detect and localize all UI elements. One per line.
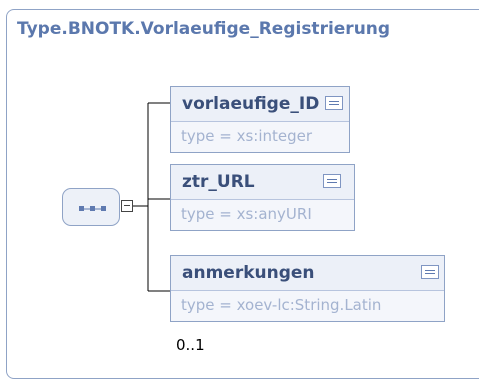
element-node[interactable]: vorlaeufige_ID type = xs:integer (170, 86, 350, 153)
element-type: type = xs:integer (171, 122, 349, 152)
element-type: type = xs:anyURI (171, 200, 354, 230)
element-name: anmerkungen (182, 263, 315, 283)
element-header: vorlaeufige_ID (171, 87, 349, 122)
documentation-icon[interactable] (323, 174, 341, 188)
sequence-compositor-icon (79, 206, 106, 211)
element-header: ztr_URL (171, 165, 354, 200)
documentation-icon[interactable] (325, 96, 343, 110)
element-node[interactable]: anmerkungen type = xoev-lc:String.Latin (170, 255, 445, 322)
complex-type-title: Type.BNOTK.Vorlaeufige_Registrierung (17, 19, 391, 39)
element-header: anmerkungen (171, 256, 444, 291)
collapse-minus-icon[interactable] (121, 200, 133, 212)
sequence-compositor[interactable] (62, 188, 120, 226)
element-type: type = xoev-lc:String.Latin (171, 291, 444, 321)
occurrence-label: 0..1 (176, 336, 205, 354)
element-node[interactable]: ztr_URL type = xs:anyURI (170, 164, 355, 231)
element-name: vorlaeufige_ID (182, 94, 320, 114)
documentation-icon[interactable] (421, 265, 439, 279)
element-name: ztr_URL (182, 172, 255, 192)
connector-lines (133, 102, 170, 292)
